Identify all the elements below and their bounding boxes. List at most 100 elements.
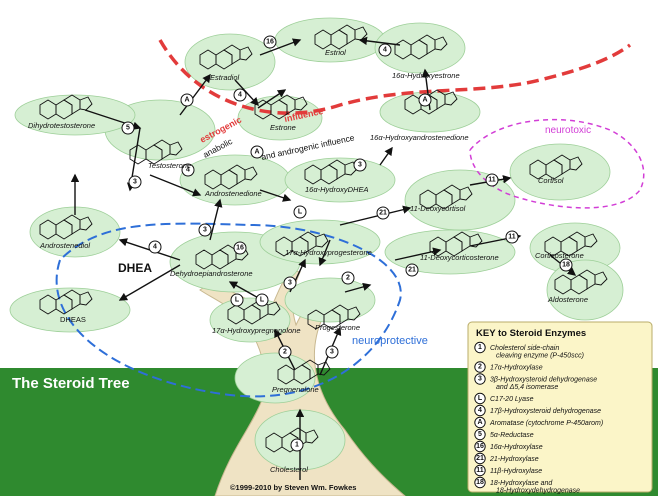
zone-neuroprotective: neuroprotective <box>352 335 428 347</box>
estrogenic-boundary <box>158 39 632 115</box>
key-badge <box>474 341 486 354</box>
svg-text:16: 16 <box>266 39 274 46</box>
key-badge-label: A <box>477 419 482 426</box>
key-badge <box>474 392 486 405</box>
key-badge-label: 2 <box>478 364 482 371</box>
key-badge <box>474 464 486 477</box>
label-hydroxyprogesterone: 17α-Hydroxyprogesterone <box>285 248 372 257</box>
badge-3e: 3 <box>353 158 367 172</box>
key-badge <box>474 361 486 373</box>
key-badge-label: 21 <box>476 455 484 462</box>
key-text: Cholesterol side-chain <box>490 345 559 352</box>
badge-21: 21 <box>405 263 419 277</box>
label-testosterone: Testosterone <box>148 161 191 170</box>
label-pregnenolone: Pregnenolone <box>272 385 319 394</box>
key-text-2: and Δ5,4 isomerase <box>496 384 558 391</box>
badge-3: 3 <box>325 345 339 359</box>
badge-L: L <box>255 293 269 307</box>
key-text: 5α-Reductase <box>490 432 534 439</box>
svg-text:4: 4 <box>383 47 387 54</box>
key-text: 21-Hydroxylase <box>489 456 539 463</box>
label-dihydrotestosterone: Dihydrotestosterone <box>28 121 95 130</box>
copyright: ©1999-2010 by Steven Wm. Fowkes <box>230 483 356 492</box>
badge-4: 4 <box>148 240 162 254</box>
key-badge <box>474 452 486 465</box>
key-item: 11 11β-Hydroxylase <box>474 464 542 477</box>
label-estriol: Estriol <box>325 48 346 57</box>
badge-4c: 4 <box>233 88 247 102</box>
key-badge-label: 18 <box>476 479 484 486</box>
label-deoxycortisol: 11-Deoxycortisol <box>410 204 466 213</box>
neurotoxic-boundary <box>469 118 645 209</box>
svg-text:1: 1 <box>295 442 299 449</box>
svg-text:3: 3 <box>358 162 362 169</box>
badge-1: 1 <box>290 438 304 452</box>
label-androstenediol: Androstenediol <box>39 241 90 250</box>
svg-text:A: A <box>422 97 427 104</box>
label-deoxycorticosterone: 11-Deoxycorticosterone <box>420 253 499 262</box>
key-text: C17-20 Lyase <box>490 396 534 403</box>
badge-16b: 16 <box>263 35 277 49</box>
label-estrone: Estrone <box>270 123 296 132</box>
label-dhea: Dehydroepiandrosterone <box>170 269 253 278</box>
svg-text:4: 4 <box>153 244 157 251</box>
key-text: 17β-Hydroxysteroid dehydrogenase <box>490 408 601 415</box>
key-badge-label: 11 <box>476 467 484 474</box>
label-corticosterone: Corticosterone <box>535 251 584 260</box>
svg-text:3: 3 <box>288 280 292 287</box>
key-badge <box>474 416 486 429</box>
key-badge-label: 1 <box>478 344 482 351</box>
key-text-2: 18-Hydroxydehydrogenase <box>496 488 580 495</box>
svg-text:A: A <box>254 149 259 156</box>
dhea-heading: DHEA <box>118 261 152 275</box>
label-estradiol: Estradiol <box>210 73 240 82</box>
label-hydroxyestrone: 16α-Hydroxyestrone <box>392 71 460 80</box>
enzyme-badges: 1 2 3 L 3 2 21 11 18 21 11 16 3 4 L L 3 … <box>121 35 573 452</box>
badge-5: 5 <box>121 121 135 135</box>
badge-3c: 3 <box>198 223 212 237</box>
svg-text:3: 3 <box>203 227 207 234</box>
badge-4d: 4 <box>378 43 392 57</box>
key-badge <box>474 373 486 385</box>
key-text: 11β-Hydroxylase <box>490 468 542 475</box>
badge-11b: 11 <box>485 173 499 187</box>
compound-labels: Cholesterol Pregnenolone 17α-Hydroxypreg… <box>28 48 588 474</box>
key-badge <box>474 428 486 441</box>
svg-text:21: 21 <box>408 267 416 274</box>
key-text: 3β-Hydroxysteroid dehydrogenase <box>490 377 597 384</box>
svg-text:2: 2 <box>283 349 287 356</box>
badge-A2: A <box>250 145 264 159</box>
svg-text:L: L <box>298 209 303 216</box>
badge-3d: 3 <box>128 175 142 189</box>
badge-2: 2 <box>278 345 292 359</box>
svg-text:3: 3 <box>133 179 137 186</box>
badge-21b: 21 <box>376 206 390 220</box>
svg-text:4: 4 <box>186 167 190 174</box>
page-title: The Steroid Tree <box>12 375 130 392</box>
key-badge <box>474 404 486 417</box>
svg-text:11: 11 <box>488 177 496 184</box>
svg-text:4: 4 <box>238 92 242 99</box>
svg-text:5: 5 <box>126 125 130 132</box>
svg-text:16: 16 <box>236 245 244 252</box>
svg-text:A: A <box>184 97 189 104</box>
key-badge <box>474 440 486 453</box>
label-hydroxyandrostenedione: 16α-Hydroxyandrostenedione <box>370 133 469 142</box>
badge-4b: 4 <box>181 163 195 177</box>
key-badge <box>474 476 486 489</box>
label-hydroxydhea: 16α-HydroxyDHEA <box>305 185 368 194</box>
key-text-2: cleaving enzyme (P-450scc) <box>496 353 584 360</box>
badge-A3: A <box>418 93 432 107</box>
label-cortisol: Cortisol <box>538 176 564 185</box>
